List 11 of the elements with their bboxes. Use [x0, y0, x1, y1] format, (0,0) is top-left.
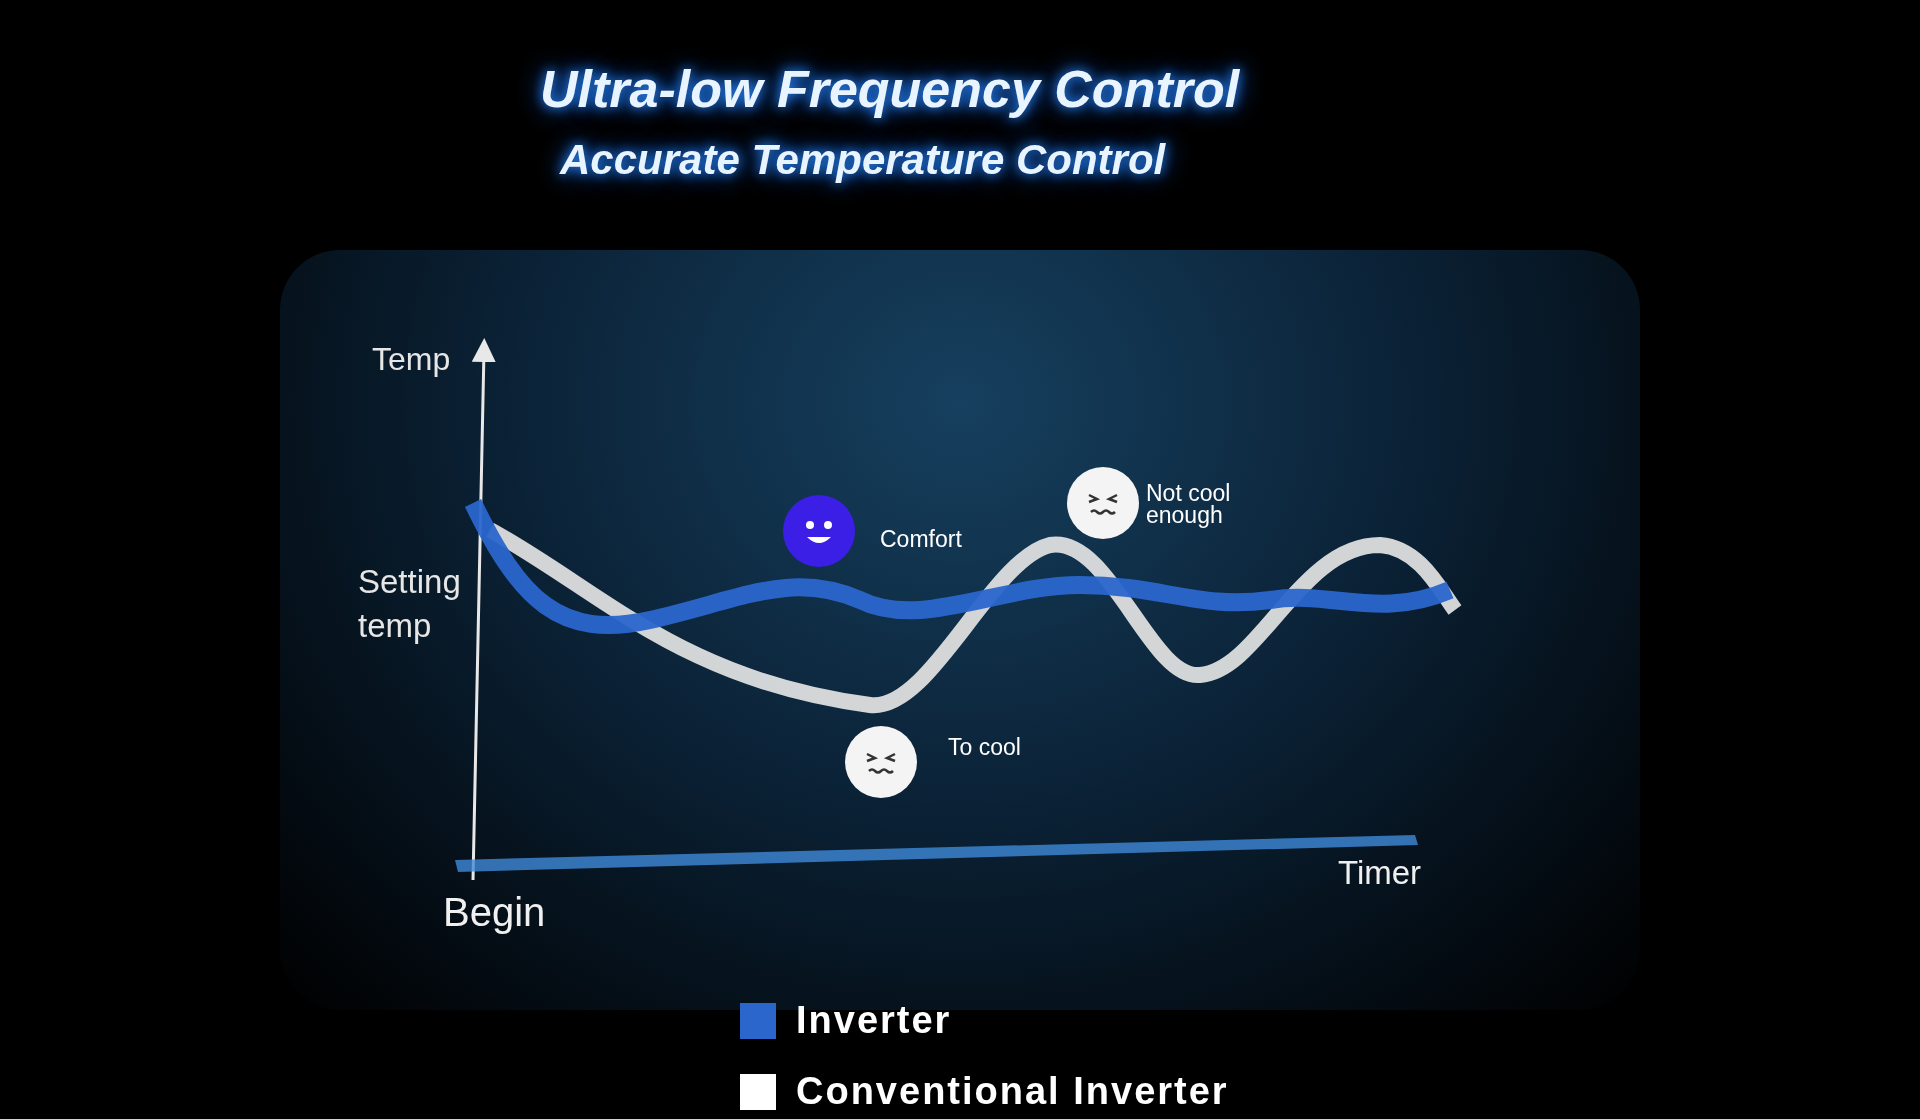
callout-text: To cool	[948, 733, 1021, 762]
callout-text: Comfort	[880, 525, 962, 554]
axis-label: Setting temp	[358, 562, 462, 646]
callout-text: Not cool enough	[1146, 482, 1232, 526]
subtitle: Accurate Temperature Control	[560, 135, 1166, 185]
axis-label: Temp	[372, 340, 451, 379]
legend-text: Inverter	[796, 998, 952, 1043]
title: Ultra-low Frequency Control	[540, 59, 1240, 120]
axis-label: Timer	[1338, 853, 1422, 893]
legend-text: Conventional Inverter	[796, 1069, 1229, 1114]
axis-label: Begin	[443, 889, 546, 936]
